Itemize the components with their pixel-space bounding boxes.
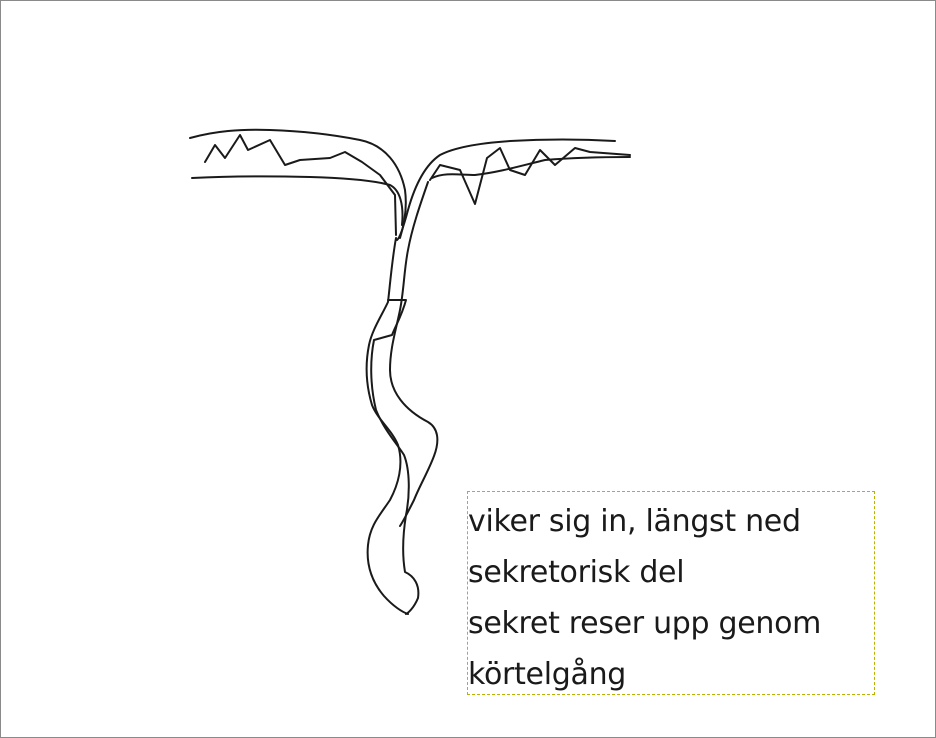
duct-inner-stroke xyxy=(370,299,420,615)
surface-left-top-stroke xyxy=(189,128,407,239)
surface-right-top-stroke xyxy=(396,138,616,241)
surface-right-bottom-stroke xyxy=(431,156,631,179)
surface-right-zigzag-stroke xyxy=(429,147,631,205)
annotation-line-1: viker sig in, längst ned xyxy=(468,504,801,539)
surface-left-zigzag-stroke xyxy=(204,134,397,236)
surface-left-bottom-stroke xyxy=(191,175,404,226)
duct-right-wall-stroke xyxy=(389,181,439,527)
annotation-line-3: sekret reser upp genom xyxy=(468,606,822,641)
annotation-line-4: körtelgång xyxy=(468,657,627,692)
text-annotation-box[interactable]: viker sig in, längst ned sekretorisk del… xyxy=(467,491,875,695)
annotation-line-2: sekretorisk del xyxy=(468,555,685,590)
